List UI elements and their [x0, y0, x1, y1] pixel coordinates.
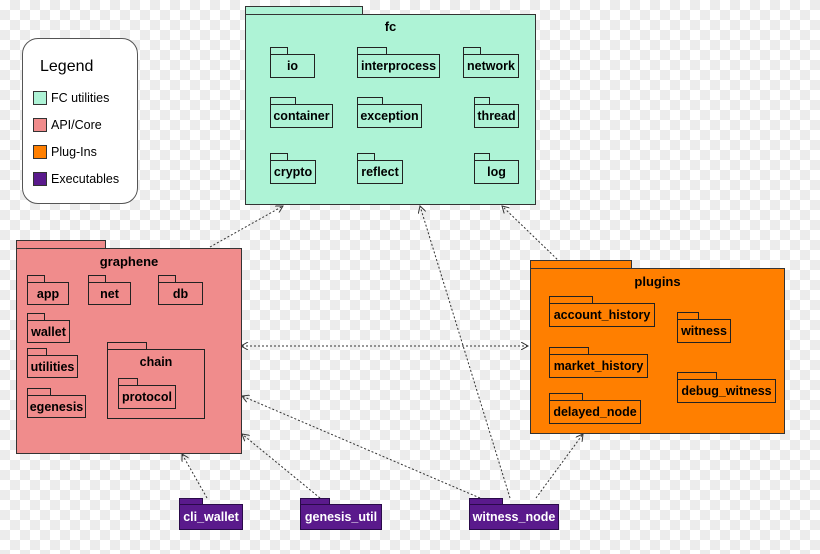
chain-title: chain	[139, 355, 173, 369]
exe-tab	[179, 498, 203, 504]
legend-swatch-exe	[33, 172, 47, 186]
plugin-delayed-node: delayed_node	[549, 400, 641, 424]
subpkg-tab	[474, 153, 490, 160]
subpkg-tab	[88, 275, 106, 282]
arrow-plugins-to-fc	[502, 206, 561, 263]
plugins-title: plugins	[634, 274, 681, 289]
arrow-cli-to-graphene	[182, 454, 208, 499]
graphene-net: net	[88, 282, 131, 305]
subpkg-tab	[549, 347, 589, 354]
subpkg-tab	[357, 153, 375, 160]
subpkg-tab	[357, 97, 383, 104]
subpkg-tab	[27, 348, 47, 355]
subpkg-tab	[158, 275, 176, 282]
subpkg-tab	[677, 372, 717, 379]
fc-interprocess: interprocess	[357, 54, 440, 78]
subpkg-tab	[270, 47, 288, 54]
legend-label: Plug-Ins	[51, 145, 97, 159]
legend-item-api: API/Core	[33, 118, 102, 132]
subpkg-tab	[27, 275, 45, 282]
graphene-package-tab	[16, 240, 106, 249]
subpkg-tab	[27, 388, 51, 395]
graphene-egenesis: egenesis	[27, 395, 86, 418]
fc-package-tab	[245, 6, 363, 15]
legend-swatch-plugins	[33, 145, 47, 159]
subpkg-tab	[677, 312, 699, 319]
arrow-witness-to-plugins	[535, 434, 583, 499]
arrow-graphene-to-fc	[209, 206, 283, 248]
subpkg-tab	[357, 47, 387, 54]
arrow-witness-to-graphene	[242, 396, 481, 499]
fc-container: container	[270, 104, 333, 128]
subpkg-tab	[118, 378, 138, 385]
graphene-title: graphene	[99, 254, 159, 269]
fc-log: log	[474, 160, 519, 184]
fc-network: network	[463, 54, 519, 78]
subpkg-tab	[27, 313, 45, 320]
plugin-market-history: market_history	[549, 354, 648, 378]
fc-io: io	[270, 54, 315, 78]
graphene-db: db	[158, 282, 203, 305]
subpkg-tab	[463, 47, 481, 54]
legend-label: Executables	[51, 172, 120, 186]
plugin-debug-witness: debug_witness	[677, 379, 776, 403]
fc-crypto: crypto	[270, 160, 316, 184]
arrow-genesis-to-graphene	[242, 434, 321, 499]
plugin-witness: witness	[677, 319, 731, 343]
graphene-chain: chain	[107, 349, 205, 419]
plugin-account-history: account_history	[549, 303, 655, 327]
fc-exception: exception	[357, 104, 422, 128]
legend-label: FC utilities	[51, 91, 110, 105]
fc-package: fc	[245, 14, 536, 205]
graphene-wallet: wallet	[27, 320, 70, 343]
subpkg-tab	[474, 97, 490, 104]
exe-tab	[469, 498, 503, 504]
legend-swatch-api	[33, 118, 47, 132]
graphene-utilities: utilities	[27, 355, 78, 378]
subpkg-tab	[549, 393, 583, 400]
subpkg-tab	[270, 153, 288, 160]
plugins-package-tab	[530, 260, 632, 269]
exe-cli-wallet: cli_wallet	[179, 504, 243, 530]
exe-witness-node: witness_node	[469, 504, 559, 530]
subpkg-tab	[549, 296, 593, 303]
fc-thread: thread	[474, 104, 519, 128]
exe-genesis-util: genesis_util	[300, 504, 382, 530]
plugins-package: plugins	[530, 268, 785, 434]
legend: Legend FC utilities API/Core Plug-Ins Ex…	[22, 38, 138, 204]
arrow-witness-to-fc	[420, 206, 511, 499]
chain-tab	[107, 342, 147, 349]
fc-title: fc	[384, 19, 397, 34]
chain-protocol: protocol	[118, 385, 176, 409]
subpkg-tab	[270, 97, 296, 104]
exe-tab	[300, 498, 330, 504]
legend-label: API/Core	[51, 118, 102, 132]
legend-swatch-fc	[33, 91, 47, 105]
legend-item-fc: FC utilities	[33, 91, 109, 105]
graphene-app: app	[27, 282, 69, 305]
legend-title: Legend	[40, 58, 94, 75]
fc-reflect: reflect	[357, 160, 403, 184]
legend-item-exe: Executables	[33, 172, 119, 186]
legend-item-plugins: Plug-Ins	[33, 145, 97, 159]
